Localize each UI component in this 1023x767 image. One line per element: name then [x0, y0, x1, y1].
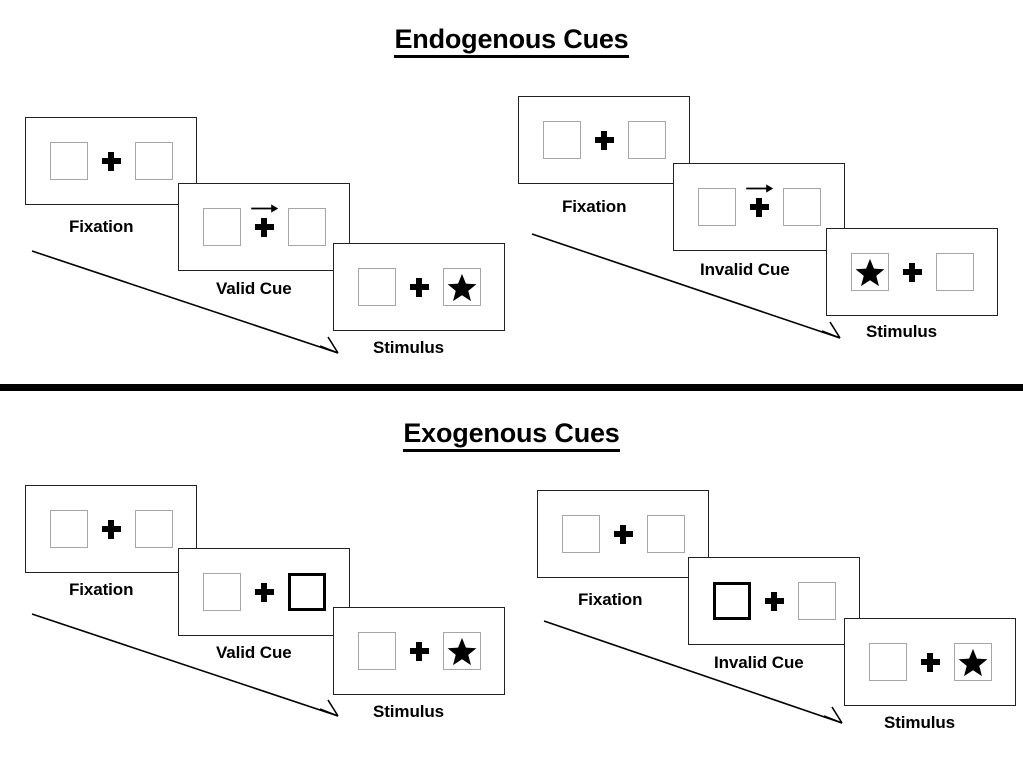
caption-endogenous-invalid-stimulus: Stimulus: [866, 322, 937, 341]
fixation-cross-icon: [920, 652, 940, 672]
target-box-right: [953, 643, 992, 681]
endogenous-section-title: Endogenous Cues: [0, 24, 1023, 58]
target-box-right: [797, 582, 836, 620]
panel-exogenous-invalid-stimulus[interactable]: [844, 618, 1016, 706]
target-box-left-cued: [712, 582, 751, 620]
target-box-left: [357, 632, 396, 670]
target-box-left: [697, 188, 736, 226]
exogenous-section-title: Exogenous Cues: [0, 418, 1023, 452]
target-box-right: [935, 253, 974, 291]
target-box-right: [627, 121, 666, 159]
target-box-left: [561, 515, 600, 553]
target-box-left: [850, 253, 889, 291]
panel-exogenous-invalid-cue[interactable]: [688, 557, 860, 645]
panel-endogenous-invalid-cue[interactable]: [673, 163, 845, 251]
target-box-right-cued: [287, 573, 326, 611]
target-box-right: [442, 632, 481, 670]
star-stimulus-icon: [958, 648, 987, 676]
fixation-cross-icon: [613, 524, 633, 544]
target-box-left: [202, 208, 241, 246]
caption-exogenous-invalid-fixation: Fixation: [578, 590, 643, 609]
fixation-cross-icon: [594, 130, 614, 150]
panel-exogenous-invalid-fixation[interactable]: [537, 490, 709, 578]
panel-endogenous-valid-cue[interactable]: [178, 183, 350, 271]
target-box-right: [782, 188, 821, 226]
star-stimulus-icon: [447, 637, 476, 665]
target-box-right: [134, 510, 173, 548]
caption-endogenous-valid-cue: Valid Cue: [216, 279, 292, 298]
caption-exogenous-valid-cue: Valid Cue: [216, 643, 292, 662]
caption-endogenous-invalid-fixation: Fixation: [562, 197, 627, 216]
target-box-right: [442, 268, 481, 306]
panel-exogenous-valid-cue[interactable]: [178, 548, 350, 636]
endogenous-section-title-text: Endogenous Cues: [394, 24, 629, 58]
fixation-cross-icon: [764, 591, 784, 611]
caption-exogenous-valid-stimulus: Stimulus: [373, 702, 444, 721]
star-stimulus-icon: [855, 258, 884, 286]
target-box-right: [287, 208, 326, 246]
section-divider: [0, 384, 1023, 391]
fixation-cross-icon: [902, 262, 922, 282]
caption-endogenous-valid-fixation: Fixation: [69, 217, 134, 236]
fixation-cross-icon: [409, 277, 429, 297]
caption-endogenous-valid-stimulus: Stimulus: [373, 338, 444, 357]
panel-endogenous-invalid-stimulus[interactable]: [826, 228, 998, 316]
arrow-right-icon: [251, 203, 279, 213]
panel-exogenous-valid-fixation[interactable]: [25, 485, 197, 573]
target-box-left: [868, 643, 907, 681]
exogenous-section-title-text: Exogenous Cues: [403, 418, 620, 452]
caption-exogenous-invalid-stimulus: Stimulus: [884, 713, 955, 732]
fixation-cross-icon: [101, 151, 121, 171]
target-box-left: [202, 573, 241, 611]
target-box-right: [134, 142, 173, 180]
fixation-cross-icon: [101, 519, 121, 539]
target-box-left: [542, 121, 581, 159]
caption-exogenous-invalid-cue: Invalid Cue: [714, 653, 804, 672]
target-box-left: [49, 510, 88, 548]
target-box-right: [646, 515, 685, 553]
arrow-right-icon: [746, 183, 774, 193]
fixation-cross-icon: [746, 183, 774, 217]
target-box-left: [357, 268, 396, 306]
fixation-cross-icon: [254, 582, 274, 602]
target-box-left: [49, 142, 88, 180]
fixation-cross-icon: [409, 641, 429, 661]
panel-endogenous-valid-fixation[interactable]: [25, 117, 197, 205]
panel-endogenous-valid-stimulus[interactable]: [333, 243, 505, 331]
caption-exogenous-valid-fixation: Fixation: [69, 580, 134, 599]
panel-endogenous-invalid-fixation[interactable]: [518, 96, 690, 184]
star-stimulus-icon: [447, 273, 476, 301]
caption-endogenous-invalid-cue: Invalid Cue: [700, 260, 790, 279]
fixation-cross-icon: [251, 203, 279, 237]
panel-exogenous-valid-stimulus[interactable]: [333, 607, 505, 695]
